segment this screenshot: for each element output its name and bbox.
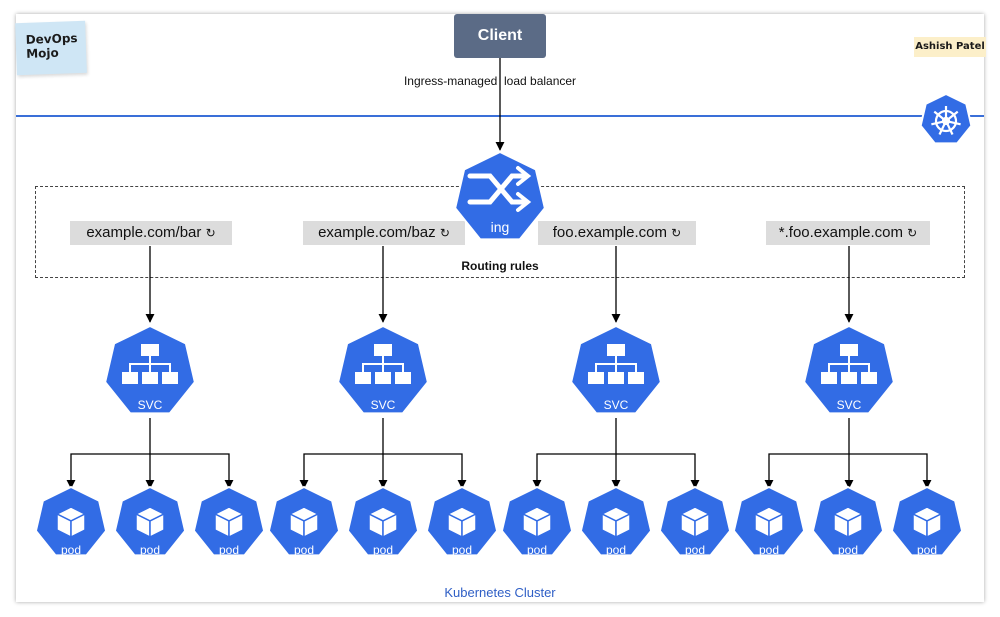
service-node-4: SVC xyxy=(804,326,894,413)
ingress-icon-label: ing xyxy=(491,219,510,235)
pod-node-1-2: pod xyxy=(115,487,185,557)
svc-2-to-pod-left-edge xyxy=(299,453,383,489)
service-label: SVC xyxy=(604,398,629,412)
helm-wheel-icon xyxy=(921,94,972,143)
pod-label: pod xyxy=(606,543,626,557)
refresh-icon: ↻ xyxy=(671,226,682,240)
service-node-3: SVC xyxy=(571,326,661,413)
pod-label: pod xyxy=(452,543,472,557)
pod-label: pod xyxy=(917,543,937,557)
cube-icon xyxy=(288,506,320,539)
ingress-edge-label: Ingress-managed load balancer xyxy=(403,74,577,88)
refresh-icon: ↻ xyxy=(439,226,450,240)
svc-1-to-pod-right-edge xyxy=(150,453,234,489)
service-label: SVC xyxy=(371,398,396,412)
pod-node-1-3: pod xyxy=(194,487,264,557)
hierarchy-icon xyxy=(821,344,877,384)
svc-3-to-pod-right-edge xyxy=(616,453,700,489)
pod-node-2-1: pod xyxy=(269,487,339,557)
pod-label: pod xyxy=(759,543,779,557)
cube-icon xyxy=(134,506,166,539)
pod-label: pod xyxy=(61,543,81,557)
pod-node-4-3: pod xyxy=(892,487,962,557)
cube-icon xyxy=(367,506,399,539)
rule-foo-example: foo.example.com ↻ xyxy=(538,221,696,245)
shuffle-icon xyxy=(467,166,532,212)
cube-icon xyxy=(832,506,864,539)
service-label: SVC xyxy=(837,398,862,412)
cube-icon xyxy=(55,506,87,539)
svc-4-to-pod-left-edge xyxy=(764,453,849,489)
rule-example-baz: example.com/baz ↻ xyxy=(303,221,465,245)
rule-label: *.foo.example.com xyxy=(778,224,903,241)
edges xyxy=(66,58,932,489)
hierarchy-icon xyxy=(355,344,411,384)
service-label: SVC xyxy=(138,398,163,412)
pod-label: pod xyxy=(140,543,160,557)
pod-label: pod xyxy=(685,543,705,557)
cube-icon xyxy=(911,506,943,539)
client-node: Client xyxy=(454,14,546,58)
routing-rules-label: Routing rules xyxy=(461,259,539,273)
author-text: Ashish Patel xyxy=(915,41,985,52)
cube-icon xyxy=(753,506,785,539)
svc-4-to-pod-right-edge xyxy=(849,453,932,489)
pod-node-3-1: pod xyxy=(502,487,572,557)
pod-node-3-2: pod xyxy=(581,487,651,557)
cube-icon xyxy=(679,506,711,539)
rule-wildcard-foo-example: *.foo.example.com ↻ xyxy=(766,221,930,245)
author-sticky-note: Ashish Patel xyxy=(914,37,986,57)
rule-label: example.com/baz xyxy=(318,224,436,241)
rule-label: example.com/bar xyxy=(86,224,202,241)
cube-icon xyxy=(600,506,632,539)
pod-node-4-1: pod xyxy=(734,487,804,557)
svc-1-to-pod-left-edge xyxy=(66,453,150,489)
pod-label: pod xyxy=(838,543,858,557)
refresh-icon: ↻ xyxy=(205,226,216,240)
svc-3-to-pod-left-edge xyxy=(532,453,616,489)
cube-icon xyxy=(446,506,478,539)
svc-2-to-pod-right-edge xyxy=(383,453,467,489)
rule-example-bar: example.com/bar ↻ xyxy=(70,221,232,245)
pod-node-4-2: pod xyxy=(813,487,883,557)
cube-icon xyxy=(213,506,245,539)
pod-label: pod xyxy=(219,543,239,557)
hierarchy-icon xyxy=(122,344,178,384)
pod-node-2-2: pod xyxy=(348,487,418,557)
ingress-node: ing xyxy=(455,152,545,239)
pod-node-2-3: pod xyxy=(427,487,497,557)
service-node-1: SVC xyxy=(105,326,195,413)
hierarchy-icon xyxy=(588,344,644,384)
pod-label: pod xyxy=(294,543,314,557)
client-label: Client xyxy=(477,27,523,44)
pod-label: pod xyxy=(527,543,547,557)
refresh-icon: ↻ xyxy=(907,226,918,240)
cube-icon xyxy=(521,506,553,539)
cluster-label: Kubernetes Cluster xyxy=(444,585,556,600)
service-node-2: SVC xyxy=(338,326,428,413)
pod-node-1-1: pod xyxy=(36,487,106,557)
pod-label: pod xyxy=(373,543,393,557)
rule-label: foo.example.com xyxy=(552,224,667,241)
pod-node-3-3: pod xyxy=(660,487,730,557)
